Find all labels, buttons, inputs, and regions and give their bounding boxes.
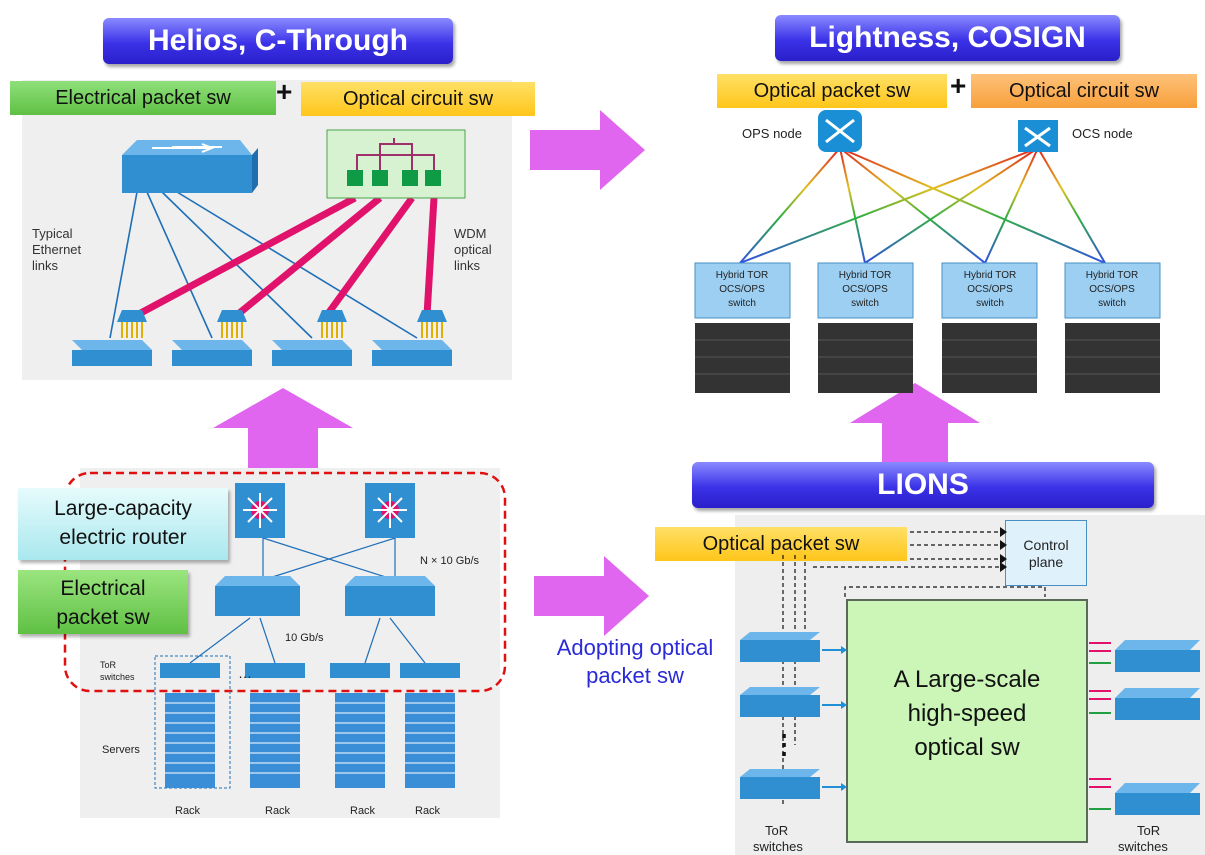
tor-label-line2: switches (100, 672, 135, 682)
racks (154, 655, 460, 789)
ethernet-note-1: Typical (32, 226, 73, 241)
ethernet-note-2: Ethernet (32, 242, 82, 257)
left-arrows (822, 649, 843, 788)
wdm-links (135, 194, 438, 319)
router-label-line2: electric router (59, 526, 187, 549)
optical-circuit-switch-icon (326, 129, 466, 199)
right-arrows (1089, 642, 1111, 810)
wdm-note-3: links (454, 258, 481, 273)
rack-label-4: Rack (415, 805, 441, 817)
traditional-diagram: N × 10 Gb/s 10 Gb/s ToR switches Servers… (63, 471, 507, 817)
tor-right-line1: ToR (1137, 823, 1160, 838)
servers-label: Servers (102, 744, 140, 756)
hybrid-tor-1-line2: OCS/OPS (719, 284, 765, 295)
arrow-up-left (213, 388, 353, 468)
hybrid-tor-3-line1: Hybrid TOR (964, 270, 1016, 281)
control-plane-line2: plane (1028, 554, 1064, 570)
optical-circuit-sw-label-right: Optical circuit sw (971, 74, 1197, 108)
tor-left-line2: switches (753, 839, 803, 854)
hybrid-tor-4-line2: OCS/OPS (1089, 284, 1135, 295)
right-tor-switches (1115, 640, 1200, 815)
control-plane-box: Control plane (1005, 520, 1087, 586)
core-switch-line3: optical sw (914, 734, 1020, 761)
arrow-right-bottom (534, 556, 649, 636)
ops-node-icon (818, 110, 862, 152)
wdm-note-1: WDM (454, 226, 487, 241)
rate-upper-label: N × 10 Gb/s (420, 555, 480, 567)
control-plane-line1: Control (1023, 537, 1069, 553)
left-tor-switches: ⋮ (740, 632, 820, 799)
rack-label-3: Rack (350, 805, 376, 817)
tor-label-line1: ToR (100, 660, 117, 670)
optical-circuit-sw-label: Optical circuit sw (301, 82, 535, 116)
tor-right-line2: switches (1118, 839, 1168, 854)
hybrid-tor-2-line1: Hybrid TOR (839, 270, 891, 281)
core-switch-line1: A Large-scale (894, 666, 1041, 693)
hybrid-tor-3-line2: OCS/OPS (967, 284, 1013, 295)
adopting-line1: Adopting optical (556, 635, 714, 660)
ethernet-note-3: links (32, 258, 59, 273)
hybrid-tor-4-line3: switch (1098, 298, 1126, 309)
ops-node-label: OPS node (742, 126, 802, 141)
hybrid-tor-4-line1: Hybrid TOR (1086, 270, 1138, 281)
plus-sign: + (276, 76, 293, 107)
hybrid-tor-2-line2: OCS/OPS (842, 284, 888, 295)
optical-packet-sw-label: Optical packet sw (717, 74, 947, 108)
router-label-line1: Large-capacity (54, 497, 192, 520)
ethernet-links (109, 191, 418, 339)
tor-left-line1: ToR (765, 823, 788, 838)
rack-label-1: Rack (175, 805, 201, 817)
plus-sign-right: + (950, 70, 967, 101)
hybrid-tor-1-line1: Hybrid TOR (716, 270, 768, 281)
lightness-title: Lightness, COSIGN (775, 15, 1120, 61)
tor-switches-top (72, 310, 452, 366)
hybrid-tor-3-line3: switch (976, 298, 1004, 309)
aggregation-switches (215, 576, 435, 616)
core-optical-switch (846, 599, 1088, 843)
wdm-note-2: optical (454, 242, 492, 257)
rainbow-links (739, 147, 1106, 264)
electrical-switch-icon (122, 140, 258, 193)
svg-text:⋮: ⋮ (771, 729, 797, 759)
adopting-label: Adopting optical packet sw (535, 634, 735, 690)
svg-text:…: … (238, 665, 252, 681)
hybrid-tor-2-line3: switch (851, 298, 879, 309)
arrow-right-top (530, 110, 645, 190)
eps-label-line2: packet sw (56, 606, 150, 629)
optical-packet-sw-label-lions: Optical packet sw (655, 527, 907, 561)
ocs-node-label: OCS node (1072, 126, 1133, 141)
helios-diagram: Typical Ethernet links WDM optical links (32, 129, 492, 366)
router-icons (235, 483, 415, 538)
electrical-packet-sw-label: Electrical packet sw (10, 81, 276, 115)
lions-diagram: A Large-scale high-speed optical sw ⋮ (740, 527, 1200, 854)
server-rack-lines (695, 339, 1160, 375)
helios-title: Helios, C-Through (103, 18, 453, 64)
rate-lower-label: 10 Gb/s (285, 632, 324, 644)
core-switch-line2: high-speed (908, 700, 1027, 727)
lightness-diagram: OPS node OCS node Hybrid TOR OCS/OPS swi… (694, 110, 1161, 393)
hybrid-tor-1-line3: switch (728, 298, 756, 309)
hybrid-tor-group: Hybrid TOR OCS/OPS switch Hybrid TOR OCS… (694, 262, 1161, 393)
eps-label-line1: Electrical (60, 577, 146, 600)
ocs-node-icon (1018, 120, 1058, 152)
eps-label-box: Electrical packet sw (18, 570, 188, 634)
adopting-line2: packet sw (586, 663, 684, 688)
arrow-up-right (850, 383, 980, 463)
router-label-box: Large-capacity electric router (18, 488, 228, 560)
rack-label-2: Rack (265, 805, 291, 817)
lions-title: LIONS (692, 462, 1154, 508)
